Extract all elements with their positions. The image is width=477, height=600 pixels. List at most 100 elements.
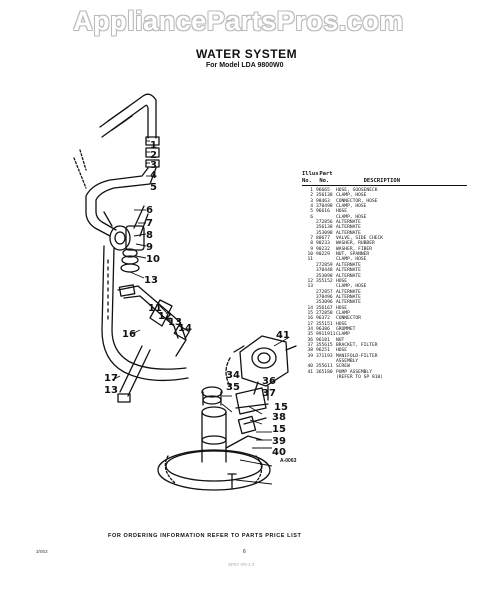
callout-34: 34 xyxy=(226,370,240,381)
illus-cell: 35 xyxy=(307,332,313,338)
part-number-cell: 356167 xyxy=(316,305,333,311)
illus-cell: 13 xyxy=(307,284,313,290)
grommet xyxy=(201,386,223,406)
description-cell: CLAMP xyxy=(336,310,350,316)
parts-table-header: Illus. No. Part No. DESCRIPTION xyxy=(302,171,467,184)
description-cell: ALTERNATE xyxy=(336,300,361,306)
table-row: ASSEMBLY xyxy=(302,359,467,364)
illus-cell: 2 xyxy=(310,193,313,199)
pump-assembly xyxy=(225,335,297,401)
callout-6: 6 xyxy=(146,205,153,216)
figure-number: A-0063 xyxy=(280,458,297,464)
illus-cell: 39 xyxy=(307,353,313,359)
illus-cell: 4 xyxy=(310,204,313,210)
part-number-cell: 90232 xyxy=(316,246,330,252)
description-cell: (REFER TO SP 810) xyxy=(336,375,384,381)
callout-5: 5 xyxy=(150,182,157,193)
illus-cell: 10 xyxy=(307,252,313,258)
callout-35: 35 xyxy=(226,382,240,393)
description-cell: VALVE, SIDE CHECK xyxy=(336,236,384,242)
illus-cell: 9 xyxy=(310,246,313,252)
header-divider xyxy=(302,185,467,186)
callout-39: 39 xyxy=(272,436,286,447)
callout-11: 11 xyxy=(148,303,162,314)
callout-36: 36 xyxy=(262,376,276,387)
illus-cell xyxy=(302,375,316,380)
illus-cell: 7 xyxy=(310,236,313,242)
callout-14: 14 xyxy=(178,323,192,334)
col-illus-header: Illus. No. xyxy=(302,171,322,184)
description-cell: WASHER, FIBER xyxy=(336,246,372,252)
callout-12: 12 xyxy=(158,311,172,322)
page-title: WATER SYSTEM xyxy=(196,47,298,61)
description-cell: CLAMP, HOSE xyxy=(336,214,367,220)
illus-cell: 5 xyxy=(310,209,313,215)
callout-16: 16 xyxy=(122,329,136,340)
description-cell: ALTERNATE xyxy=(336,225,361,231)
callout-38: 38 xyxy=(272,412,286,423)
description-cell: MANIFOLD-FILTER xyxy=(336,353,378,359)
description-cell: WASHER, RUBBER xyxy=(336,241,375,247)
callout-2: 2 xyxy=(150,150,157,161)
part-number-cell: 96372 xyxy=(316,316,330,322)
callout-15b: 15 xyxy=(272,424,286,435)
description-cell: HOSE xyxy=(336,321,348,327)
callout-9: 9 xyxy=(146,242,153,253)
part-number-cell: 272856 xyxy=(316,220,333,226)
illus-cell: 11 xyxy=(307,257,313,263)
description-cell: ALTERNATE xyxy=(336,273,361,279)
part-number-cell: 96251 xyxy=(316,348,330,354)
col-part-header: Part No. xyxy=(319,171,333,184)
description-cell: HOSE xyxy=(336,348,348,354)
manifold-filter-assembly xyxy=(157,406,271,491)
description-cell: CLAMP, HOSE xyxy=(336,193,367,199)
ordering-info-footer: FOR ORDERING INFORMATION REFER TO PARTS … xyxy=(108,533,302,539)
description-cell: ASSEMBLY xyxy=(336,359,359,364)
description-cell: PUMP ASSEMBLY xyxy=(336,369,372,375)
part-number-cell: 96665 xyxy=(316,188,330,193)
description-cell: CLAMP, HOSE xyxy=(336,257,367,263)
screw-40 xyxy=(227,473,237,489)
illus-cell: 40 xyxy=(307,364,313,370)
part-number-cell: 365180 xyxy=(316,369,333,375)
description-cell: BRACKET, FILTER xyxy=(336,342,378,348)
part-number-cell: 88677 xyxy=(316,236,330,242)
connector-16 xyxy=(117,299,173,403)
illus-cell: 38 xyxy=(307,348,313,354)
description-cell: SCREW xyxy=(336,364,350,370)
part-number-cell: 355611 xyxy=(316,364,333,370)
description-cell: ALTERNATE xyxy=(336,262,361,268)
part-number-cell: 371193 xyxy=(316,353,333,359)
part-number-cell: 353098 xyxy=(316,273,333,279)
description-cell: HOSE xyxy=(336,305,348,311)
description-cell: ALTERNATE xyxy=(336,294,361,300)
callout-3: 3 xyxy=(150,160,157,171)
table-row: 11 CLAMP, HOSE xyxy=(302,257,467,262)
filter-bracket xyxy=(235,387,269,435)
illus-cell: 3 xyxy=(310,198,313,204)
callout-37: 37 xyxy=(262,388,276,399)
model-subtitle: For Model LDA 9800W0 xyxy=(206,62,284,69)
part-number-cell: 355615 xyxy=(316,342,333,348)
part-number-cell: 370496 xyxy=(316,294,333,300)
